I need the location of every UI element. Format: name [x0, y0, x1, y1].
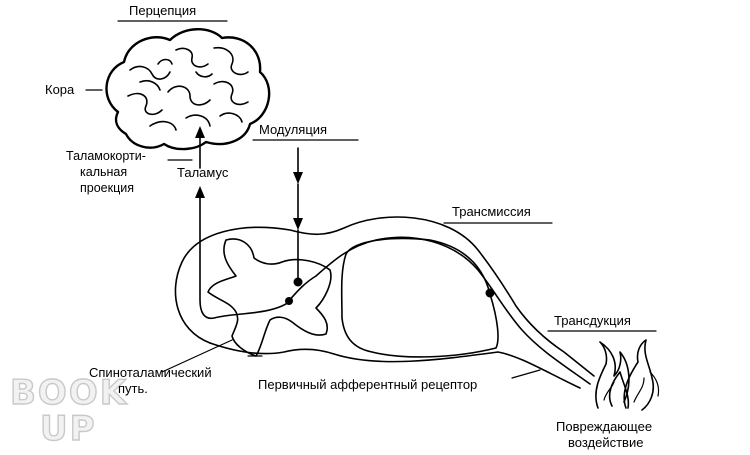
label-damaging-2: воздействие	[568, 435, 643, 450]
synapse-dot-upper	[293, 277, 303, 287]
label-spinothalamic-1: Спиноталамический	[89, 365, 212, 380]
label-cortex: Кора	[45, 82, 75, 97]
descending-arrowhead-2	[293, 218, 303, 230]
flame-icon	[595, 339, 660, 411]
label-spinothalamic-2: путь.	[118, 381, 148, 396]
label-transmission: Трансмиссия	[452, 204, 531, 219]
descending-arrowhead-1	[293, 172, 303, 184]
label-transduction: Трансдукция	[554, 313, 631, 328]
label-damaging-1: Повреждающее	[556, 419, 652, 434]
spinothalamic-tract-line	[199, 195, 293, 320]
watermark-line2: UP	[40, 409, 97, 449]
label-thalamus: Таламус	[177, 165, 229, 180]
label-modulation: Модуляция	[259, 122, 327, 137]
watermark-logo: BOOK UP	[9, 372, 128, 449]
spinothalamic-leader	[161, 339, 233, 373]
label-thalamocortical-1: Таламокорти-	[66, 149, 146, 163]
spinal-cord-section	[174, 216, 595, 389]
label-thalamocortical-3: проекция	[80, 181, 134, 195]
ascending-arrowhead-lower	[195, 186, 205, 198]
label-thalamocortical-2: кальная	[80, 165, 127, 179]
label-primary-afferent: Первичный афферентный рецептор	[258, 377, 477, 392]
watermark-line1: BOOK	[10, 373, 128, 413]
brain-illustration	[105, 28, 271, 151]
afferent-leader	[511, 369, 541, 379]
ganglion-cell-dot	[485, 288, 495, 298]
label-perception: Перцепция	[129, 3, 196, 18]
synapse-dot-lower	[285, 297, 293, 305]
ascending-arrowhead-upper	[195, 126, 205, 138]
primary-afferent-fiber	[287, 236, 591, 385]
